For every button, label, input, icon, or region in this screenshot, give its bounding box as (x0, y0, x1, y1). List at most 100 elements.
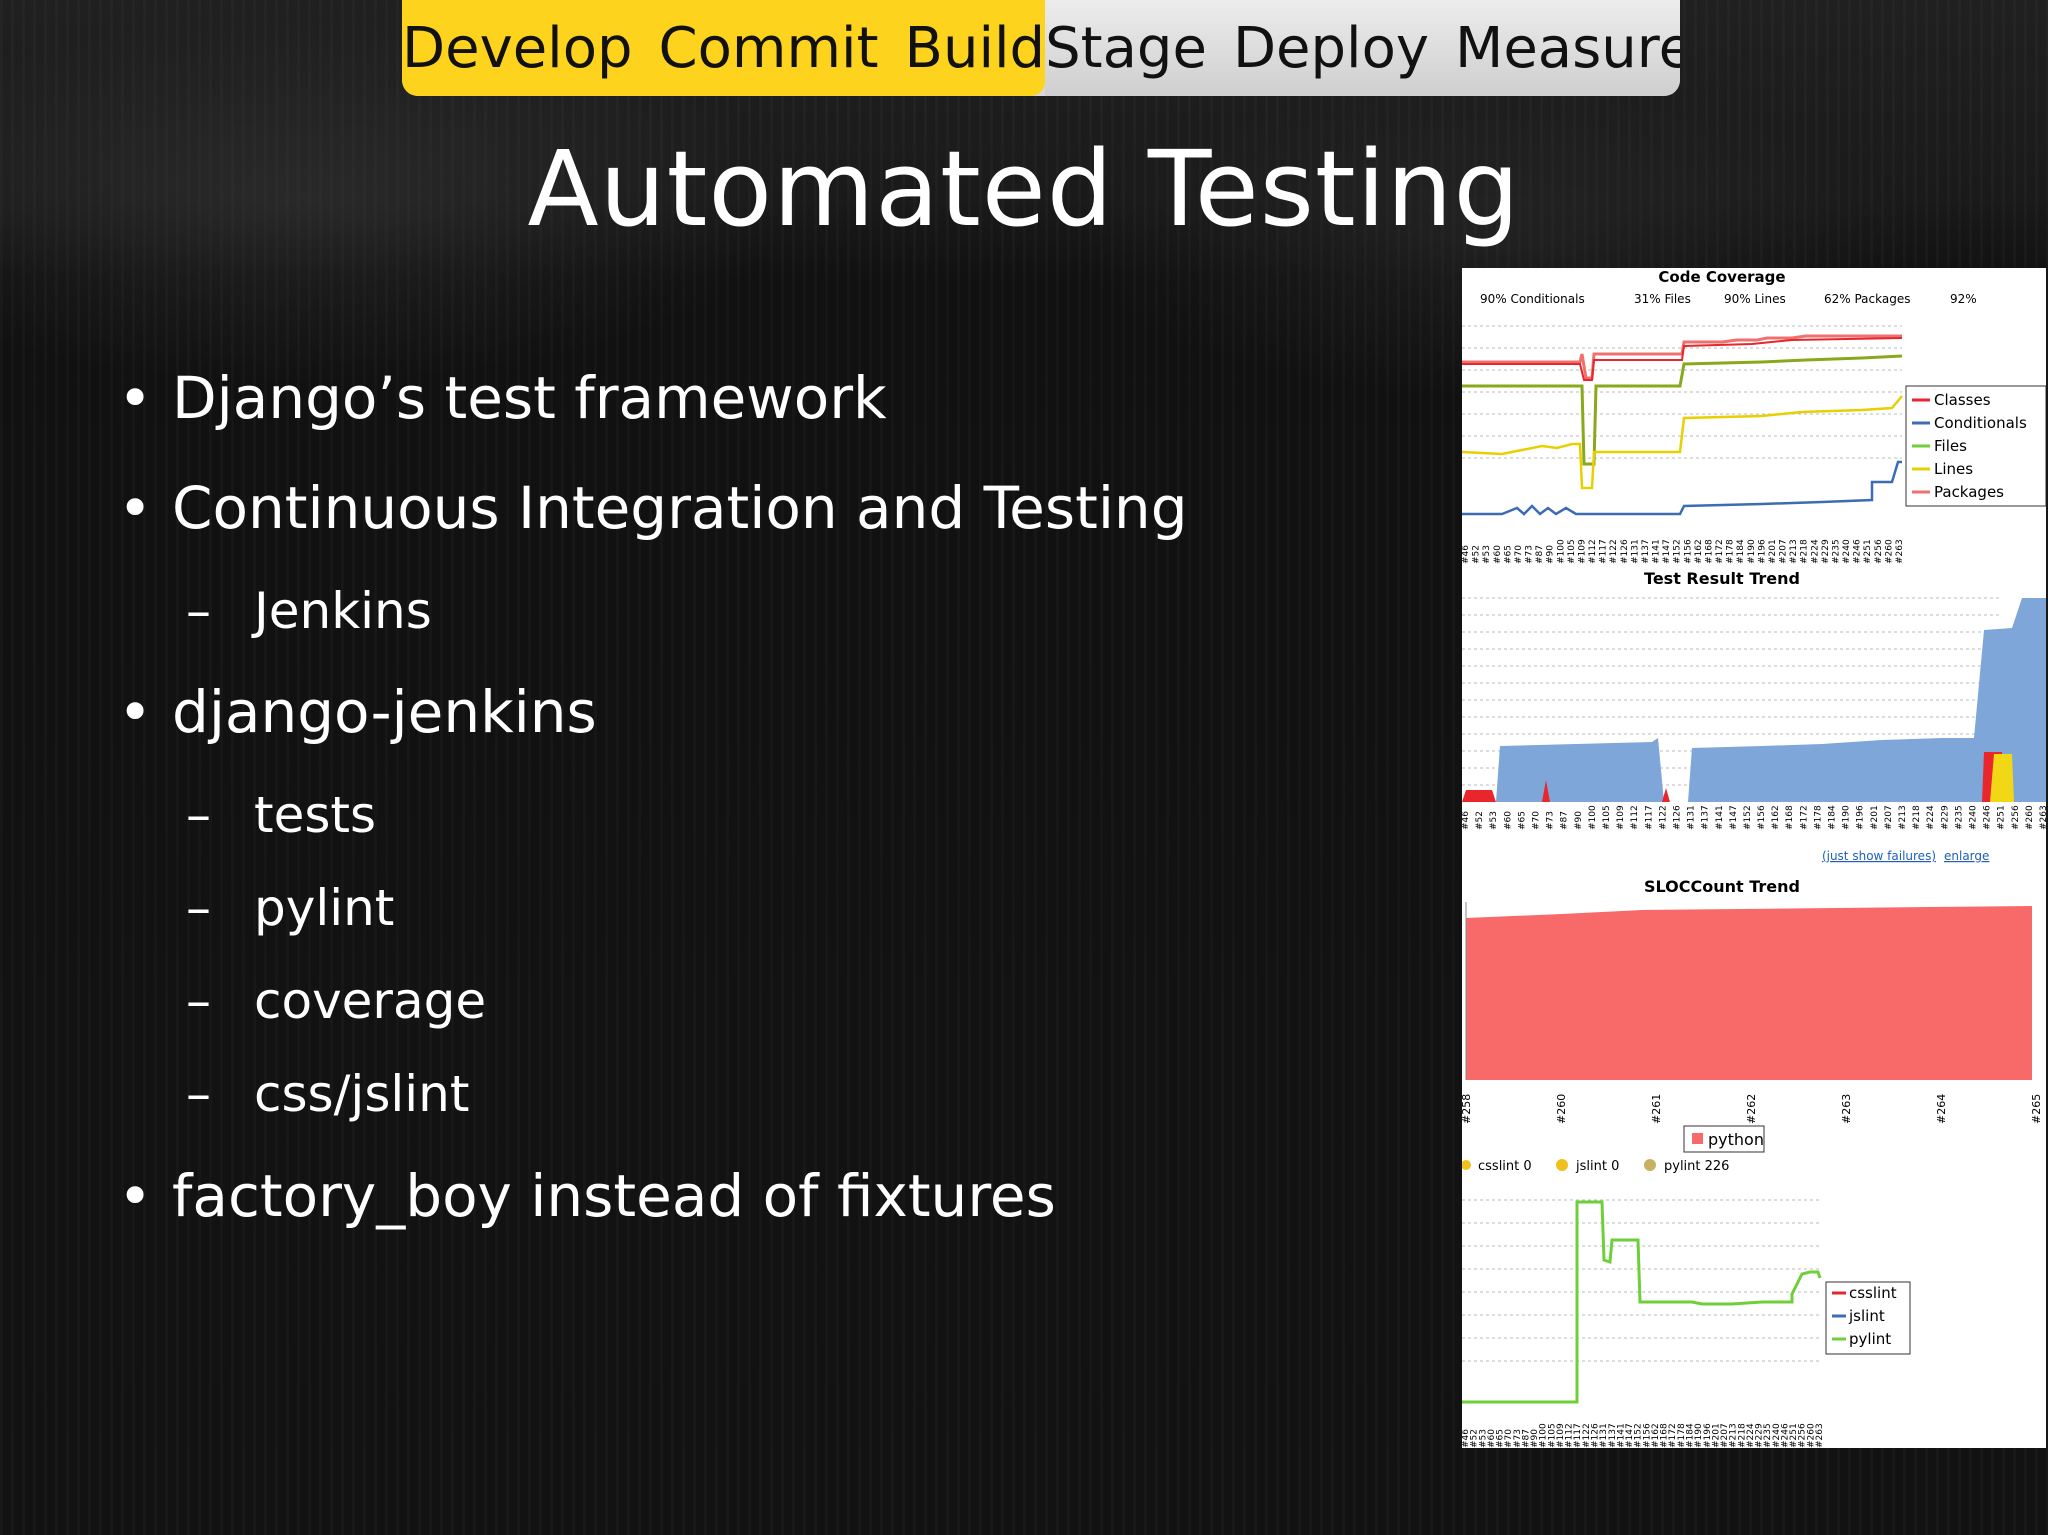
enlarge-link[interactable]: enlarge (1944, 849, 1989, 863)
test-trend-build-label: #100 (1588, 805, 1598, 830)
coverage-classes-line (1462, 337, 1903, 381)
legend-packages: Packages (1934, 483, 2004, 501)
violations-build-label: #73 (1513, 1429, 1523, 1448)
coverage-build-label: #246 (1853, 539, 1863, 564)
stage-deploy: Deploy (1232, 15, 1430, 81)
violations-build-label: #240 (1772, 1423, 1782, 1448)
coverage-build-label: #46 (1462, 545, 1471, 564)
violations-summary: csslint 0 jslint 0 pylint 226 (1462, 1159, 1729, 1174)
coverage-title: Code Coverage (1658, 268, 1785, 286)
violations-build-label: #263 (1815, 1423, 1825, 1448)
bullet-text: django-jenkins (172, 678, 597, 746)
violations-jslint: jslint 0 (1575, 1159, 1619, 1174)
coverage-build-label: #190 (1747, 539, 1757, 564)
test-trend-build-label: #184 (1828, 805, 1838, 830)
sloc-build-label: #260 (1555, 1094, 1568, 1124)
test-trend-build-label: #218 (1912, 805, 1922, 830)
bullet-item: •Continuous Integration and Testing (118, 474, 1188, 542)
violations-pylint: pylint 226 (1664, 1159, 1729, 1174)
coverage-build-label: #201 (1768, 539, 1778, 564)
jenkins-screenshot: Code Coverage 90% Conditionals 31% Files… (1462, 268, 2046, 1448)
sub-bullet-text: coverage (254, 972, 487, 1030)
sloc-build-label: #262 (1745, 1094, 1758, 1124)
violations-pylint-line (1462, 1200, 1822, 1404)
coverage-build-label: #60 (1493, 545, 1503, 564)
coverage-summary-item: 90% Lines (1724, 292, 1786, 306)
coverage-build-labels: #46#52#53#60#65#70#73#87#90#100#105#109#… (1462, 539, 1905, 564)
test-trend-build-label: #207 (1884, 805, 1894, 830)
test-trend-build-labels: #46#52#53#60#65#70#73#87#90#100#105#109#… (1462, 805, 2046, 830)
just-show-failures-link[interactable]: (just show failures) (1822, 849, 1936, 863)
violations-build-label: #52 (1470, 1429, 1480, 1448)
bullet-text: Django’s test framework (172, 364, 887, 432)
coverage-summary-item: 92% (1950, 292, 1977, 306)
coverage-build-label: #109 (1577, 539, 1587, 564)
bullet-item: •django-jenkins (118, 678, 597, 746)
coverage-build-label: #112 (1588, 539, 1598, 564)
test-trend-build-label: #109 (1616, 805, 1626, 830)
violations-build-label: #207 (1720, 1423, 1730, 1448)
violations-build-label: #131 (1599, 1423, 1609, 1448)
coverage-build-label: #137 (1641, 539, 1651, 564)
violations-legend: csslint jslint pylint (1825, 1281, 1911, 1355)
test-trend-build-label: #73 (1546, 811, 1556, 830)
sloc-legend: python (1683, 1125, 1765, 1153)
sub-bullet-item: –css/jslint (186, 1065, 470, 1123)
sub-bullet-text: Jenkins (254, 582, 432, 640)
legend-files: Files (1934, 437, 1967, 455)
violations-build-label: #147 (1625, 1423, 1635, 1448)
violations-build-label: #218 (1737, 1423, 1747, 1448)
sloc-build-labels: #258#260#261#262#263#264#265 (1462, 1094, 2043, 1124)
coverage-build-label: #240 (1842, 539, 1852, 564)
test-trend-build-label: #235 (1954, 805, 1964, 830)
violations-build-label: #184 (1685, 1423, 1695, 1448)
coverage-summary-item: 31% Files (1634, 292, 1691, 306)
violations-build-label: #65 (1496, 1429, 1506, 1448)
test-trend-build-label: #147 (1729, 805, 1739, 830)
violations-build-label: #100 (1539, 1423, 1549, 1448)
coverage-build-label: #162 (1694, 539, 1704, 564)
coverage-summary: 90% Conditionals 31% Files 90% Lines 62%… (1480, 292, 1977, 306)
cloudy-icon (1644, 1159, 1656, 1171)
bullet-item: •Django’s test framework (118, 364, 887, 432)
bullet-text: Continuous Integration and Testing (172, 474, 1188, 542)
test-trend-build-label: #87 (1560, 811, 1570, 830)
test-trend-build-label: #196 (1856, 805, 1866, 830)
test-trend-build-label: #229 (1940, 805, 1950, 830)
coverage-gridlines (1462, 325, 1902, 459)
coverage-build-label: #100 (1556, 539, 1566, 564)
legend-pylint: pylint (1849, 1330, 1891, 1348)
violations-build-label: #156 (1642, 1423, 1652, 1448)
coverage-summary-item: 62% Packages (1824, 292, 1910, 306)
violations-build-labels: #46#52#53#60#65#70#73#87#90#100#105#109#… (1462, 1423, 1825, 1448)
coverage-build-label: #196 (1757, 539, 1767, 564)
violations-build-label: #162 (1651, 1423, 1661, 1448)
bullet-text: factory_boy instead of fixtures (172, 1162, 1056, 1230)
legend-csslint: csslint (1849, 1284, 1897, 1302)
sun-icon (1556, 1159, 1568, 1171)
violations-build-label: #251 (1789, 1423, 1799, 1448)
test-trend-build-label: #168 (1785, 805, 1795, 830)
coverage-build-label: #122 (1609, 539, 1619, 564)
coverage-build-label: #184 (1736, 539, 1746, 564)
test-trend-build-label: #190 (1842, 805, 1852, 830)
test-trend-build-label: #60 (1503, 811, 1513, 830)
violations-csslint: csslint 0 (1478, 1159, 1532, 1174)
coverage-lines-line (1462, 395, 1903, 490)
coverage-build-label: #126 (1620, 539, 1630, 564)
test-trend-build-label: #256 (2011, 805, 2021, 830)
coverage-build-label: #168 (1704, 539, 1714, 564)
test-trend-build-label: #131 (1687, 805, 1697, 830)
violations-build-label: #201 (1711, 1423, 1721, 1448)
coverage-build-label: #218 (1800, 539, 1810, 564)
test-trend-build-label: #260 (2025, 805, 2035, 830)
stage-stage: Stage (1045, 15, 1207, 81)
violations-build-label: #90 (1530, 1429, 1540, 1448)
violations-build-label: #172 (1668, 1423, 1678, 1448)
sub-bullet-text: tests (254, 786, 377, 844)
violations-build-label: #112 (1565, 1423, 1575, 1448)
test-trend-title: Test Result Trend (1644, 569, 1800, 588)
sub-bullet-item: –coverage (186, 972, 487, 1030)
violations-gridlines (1462, 1199, 1822, 1362)
test-trend-build-label: #117 (1644, 805, 1654, 830)
